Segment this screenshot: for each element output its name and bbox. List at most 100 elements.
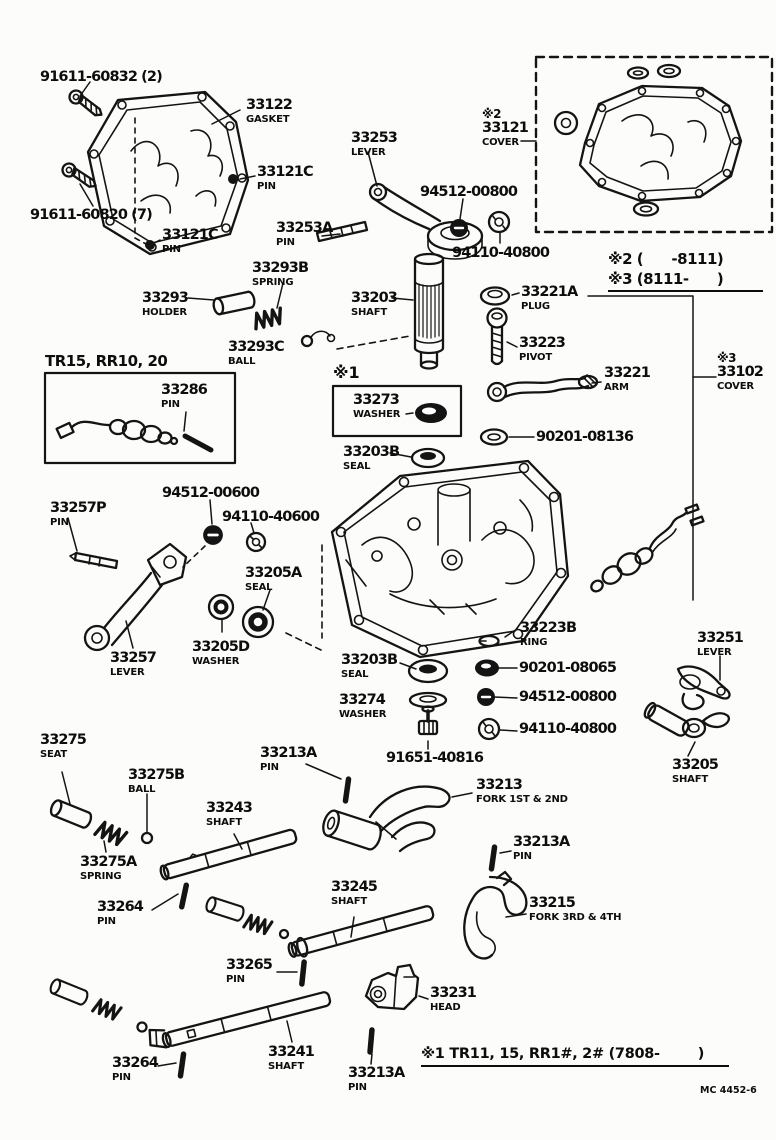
washer-box-art [331,384,463,438]
part-name: PIN [276,236,295,248]
part-name: SHAFT [331,895,367,907]
note-variants: ※2 ( -8111) ※3 (8111- ) [608,250,763,292]
part-number: 33293C [228,339,285,355]
part-label: 94110-40800 [452,246,550,261]
part-name: FORK 3RD & 4TH [529,911,622,923]
detent-sets-art [47,797,290,1033]
part-number: 94512-00800 [519,689,617,705]
drawing-code: MC 4452-6 [700,1085,757,1096]
part-name: WASHER [339,708,387,720]
part-number: 91611-60820 (7) [30,207,153,223]
bolt-icons [59,87,238,250]
washer-box-marker: ※1 [333,363,360,382]
part-number: 94110-40600 [222,509,320,525]
part-number: 33293 [142,290,189,306]
inset-box-title: TR15, RR10, 20 [45,352,168,370]
part-name: HOLDER [142,306,187,318]
part-label: 91611-60820 (7) [30,207,153,223]
part-name: PIN [513,850,532,862]
part-number: 33205D [192,639,250,655]
part-name: SEAT [40,748,68,760]
part-name: SHAFT [672,773,708,785]
part-number: 94512-00600 [162,485,260,501]
note-line-2: ※2 ( -8111) [608,250,724,268]
part-number: 33203 [351,290,398,306]
part-number: 90201-08065 [519,660,617,676]
part-name: RING [520,636,548,648]
part-name: SPRING [80,870,122,882]
part-number: 33221 [604,365,651,381]
part-name: SPRING [252,276,294,288]
part-number: 33275B [128,767,185,783]
part-name: LEVER [351,146,386,158]
part-name: PIN [161,398,180,410]
part-name: SHAFT [268,1060,304,1072]
part-number: 33257P [50,500,107,516]
part-name: SEAL [343,460,371,472]
part-number: 33213A [513,834,570,850]
part-name: PIN [260,761,279,773]
gasket-art [86,90,250,256]
lever-33253-art [315,182,511,260]
part-name: SEAL [341,668,369,680]
part-number: 33215 [529,895,576,911]
part-note-marker: ※3 [717,351,737,365]
part-number: 33253 [351,130,398,146]
backup-switch-art [590,503,705,593]
note-applicability: ※1 TR11, 15, RR1#, 2# (7808- ) [421,1046,729,1067]
cover-33121-inset-art [534,55,774,234]
part-number: 33273 [353,392,400,408]
part-number: 91611-60832 (2) [40,69,163,85]
part-number: 33122 [246,97,293,113]
part-label: 94110-40800 [519,722,617,737]
part-number: 33257 [110,650,157,666]
part-number: 90201-08136 [536,429,634,445]
part-number: 33121C [162,227,219,243]
leader-lines [61,81,721,1067]
part-name: ARM [604,381,629,393]
part-number: 33223B [520,620,577,636]
part-name: SHAFT [351,306,387,318]
forks-art [322,785,528,1011]
part-name: WASHER [192,655,240,667]
part-note-marker: ※2 [482,107,502,121]
lever-33251-art [643,665,731,739]
fork-shafts-art [148,828,435,1049]
part-label: 94512-00800 [420,185,518,200]
part-name: PIVOT [519,351,552,363]
detent-holder-art [211,289,411,350]
case-hardware-art [407,658,501,741]
part-number: 33221A [521,284,578,300]
part-name: PIN [257,180,276,192]
part-name: LEVER [697,646,732,658]
part-number: 33223 [519,335,566,351]
part-name: PIN [226,973,245,985]
part-label: 90201-08065 [519,660,617,676]
part-number: 33121 [482,120,529,136]
part-number: 33205 [672,757,719,773]
part-number: 33293B [252,260,309,276]
part-number: 33213A [348,1065,405,1081]
switch-inset-art [43,371,237,465]
part-number: 33203B [343,444,400,460]
